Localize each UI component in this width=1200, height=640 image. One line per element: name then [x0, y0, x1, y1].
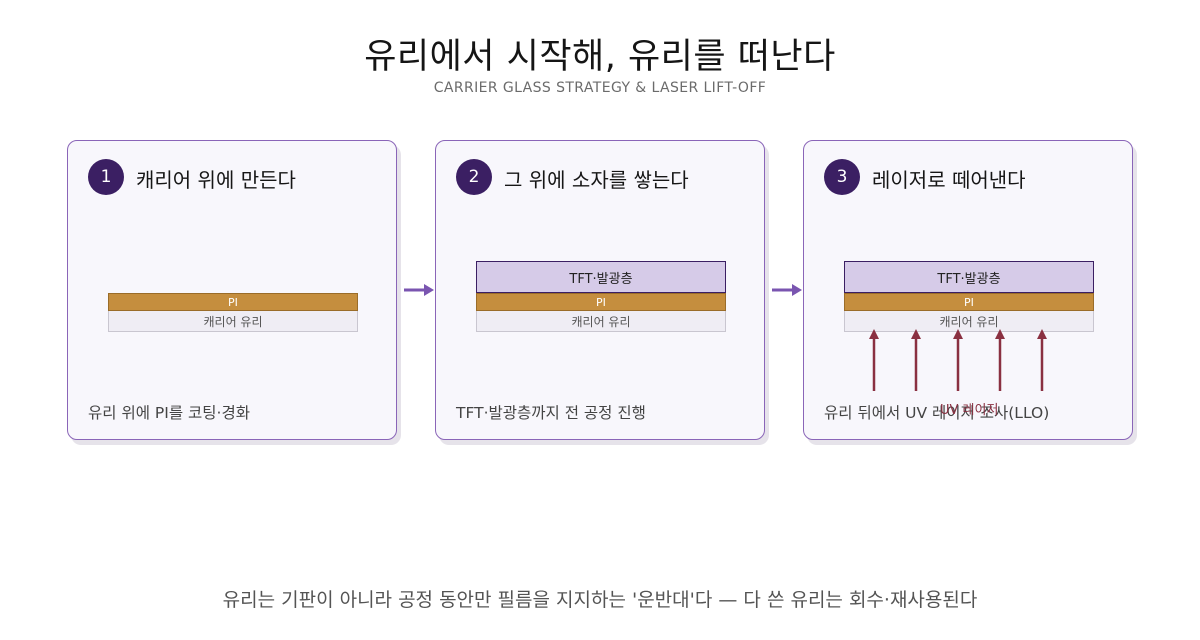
carrier-glass-layer: 캐리어 유리 — [476, 311, 726, 332]
step-number-badge: 1 — [88, 159, 124, 195]
step-caption: TFT·발광층까지 전 공정 진행 — [456, 404, 646, 422]
uv-arrow-icon — [995, 329, 1005, 391]
tft-emissive-layer: TFT·발광층 — [476, 261, 726, 293]
uv-arrow-icon — [1037, 329, 1047, 391]
step-title: 캐리어 위에 만든다 — [136, 168, 296, 192]
step-caption: 유리 뒤에서 UV 레이저 조사(LLO) — [824, 404, 1050, 422]
carrier-glass-layer: 캐리어 유리 — [108, 311, 358, 332]
flow-arrow-icon — [404, 284, 434, 296]
pi-layer: PI — [844, 293, 1094, 311]
pi-layer: PI — [476, 293, 726, 311]
step-card-1: 1 캐리어 위에 만든다 PI 캐리어 유리 유리 위에 PI를 코팅·경화 — [67, 140, 397, 440]
step-title: 그 위에 소자를 쌓는다 — [504, 168, 689, 192]
flow-arrow-icon — [772, 284, 802, 296]
tft-emissive-layer: TFT·발광층 — [844, 261, 1094, 293]
page-subtitle: CARRIER GLASS STRATEGY & LASER LIFT-OFF — [433, 80, 767, 96]
step-number-badge: 2 — [456, 159, 492, 195]
step-card-3: 3 레이저로 떼어낸다 TFT·발광층 PI 캐리어 유리 유리 뒤에서 UV … — [803, 140, 1133, 440]
uv-arrow-icon — [911, 329, 921, 391]
carrier-glass-layer: 캐리어 유리 — [844, 311, 1094, 332]
footer-note: 유리는 기판이 아니라 공정 동안만 필름을 지지하는 '운반대'다 — 다 쓴… — [222, 589, 978, 611]
pi-layer: PI — [108, 293, 358, 311]
page-title: 유리에서 시작해, 유리를 떠난다 — [364, 37, 836, 77]
uv-laser-label: UV 레이저 — [940, 403, 999, 418]
step-caption: 유리 위에 PI를 코팅·경화 — [88, 404, 250, 422]
step-card-2: 2 그 위에 소자를 쌓는다 TFT·발광층 PI 캐리어 유리 TFT·발광층… — [435, 140, 765, 440]
uv-arrow-icon — [869, 329, 879, 391]
uv-arrow-icon — [953, 329, 963, 391]
step-number-badge: 3 — [824, 159, 860, 195]
step-title: 레이저로 떼어낸다 — [872, 168, 1026, 192]
